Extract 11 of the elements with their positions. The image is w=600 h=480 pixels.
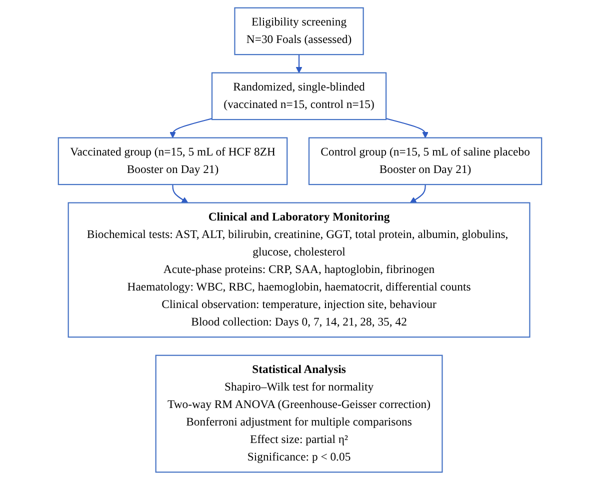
node-box: Randomized, single-blinded (vaccinated n=15, control n=15) [211,72,387,120]
arrow [410,184,426,204]
node-box: Vaccinated group (n=15, 5 mL of HCF 8ZH Booster on Day 21) [58,137,288,186]
arrow [172,184,188,204]
node-box: Control group (n=15, 5 mL of saline placebo Booster on Day 21) [308,137,542,186]
arrow [386,118,429,138]
arrow [296,54,302,74]
node-box: Eligibility screening N=30 Foals (assessed) [234,7,364,56]
arrow [170,118,212,138]
node-box: Clinical and Laboratory Monitoring Biochemical tests: AST, ALT, bilirubin, creatinine, GGT, total protein, albumin, globulins, glucose, cholesterol Acute-phase proteins: CRP, SAA, haptoglobin, fibrinogen Haematology: WBC, RBC, haemoglobin, haematocrit, differential counts Clinical observation: temperature, injection site, behaviour Blood collection: Days 0, 7, 14, 21, 28, 35, 42 [68,202,530,338]
node-box: Statistical Analysis Shapiro–Wilk test for normality Two-way RM ANOVA (Greenhouse-Geisser correction) Bonferroni adjustment for multiple comparisons Effect size: partial η² Significance: p < 0.05 [155,354,443,473]
